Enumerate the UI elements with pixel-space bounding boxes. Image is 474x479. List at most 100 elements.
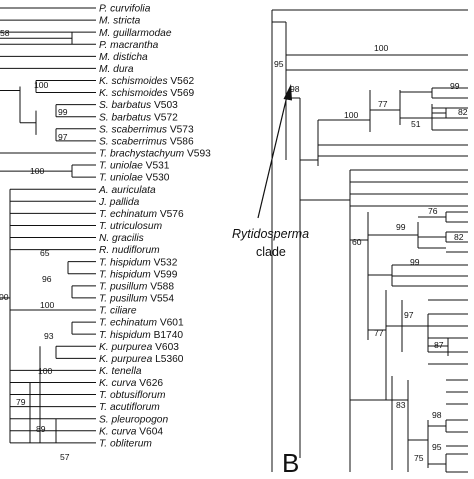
clade-callout: Rytidosperma clade — [232, 84, 309, 259]
taxon-species: ciliare — [110, 306, 137, 317]
taxon-label: T. hispidum V532 — [99, 257, 178, 268]
taxon-genus: T. — [99, 402, 107, 413]
taxon-voucher: V588 — [150, 281, 174, 292]
support-value: 60 — [352, 237, 362, 247]
support-value: 82 — [454, 232, 464, 242]
taxon-label: T. utriculosum — [99, 221, 163, 232]
taxon-label: S. barbatus V572 — [99, 112, 178, 123]
taxon-voucher: V531 — [146, 161, 170, 172]
taxon-species: acutiflorum — [110, 402, 160, 413]
support-value: 95 — [432, 442, 442, 452]
taxon-genus: T. — [99, 330, 107, 341]
taxon-label: T. brachystachyum V593 — [99, 149, 211, 160]
taxon-genus: S. — [99, 112, 109, 123]
taxon-genus: J. — [98, 197, 107, 208]
panel-label: B — [282, 448, 299, 474]
left-tree-branches — [0, 7, 96, 444]
taxon-species: barbatus — [111, 112, 151, 123]
taxon-genus: M. — [99, 16, 110, 27]
taxon-voucher: B1740 — [154, 330, 184, 341]
support-value: 51 — [411, 119, 421, 129]
taxon-genus: K. — [99, 88, 109, 99]
taxon-label: M. stricta — [99, 16, 141, 27]
taxon-genus: N. — [99, 233, 109, 244]
taxon-label: N. gracilis — [99, 233, 144, 244]
taxon-label: P. macrantha — [99, 40, 159, 51]
support-value: 99 — [58, 107, 68, 117]
taxon-label: K. curva V626 — [99, 378, 163, 389]
support-value: 100 — [344, 110, 359, 120]
taxon-species: nudiflorum — [112, 245, 160, 256]
taxon-voucher: V599 — [154, 269, 178, 280]
taxon-genus: T. — [99, 318, 107, 329]
taxon-label: K. purpurea V603 — [99, 342, 179, 353]
taxon-species: disticha — [113, 52, 148, 63]
support-value: 100 — [374, 43, 389, 53]
taxon-genus: S. — [99, 100, 109, 111]
support-value: 95 — [274, 59, 284, 69]
support-value: 93 — [44, 331, 54, 341]
taxon-label: T. hispidum V599 — [99, 269, 178, 280]
taxon-label: T. hispidum B1740 — [99, 330, 183, 341]
taxon-species: pleuropogon — [110, 414, 168, 425]
taxon-genus: T. — [99, 294, 107, 305]
taxon-label: M. dura — [99, 64, 134, 75]
support-value: 83 — [396, 400, 406, 410]
taxon-species: hispidum — [110, 330, 151, 341]
taxon-voucher: V530 — [146, 173, 170, 184]
taxon-genus: T. — [99, 306, 107, 317]
taxon-label: T. pusillum V554 — [99, 294, 174, 305]
taxon-genus: K. — [99, 354, 109, 365]
taxon-label: J. pallida — [98, 197, 140, 208]
taxon-species: brachystachyum — [110, 149, 185, 160]
support-value: 100 — [30, 166, 45, 176]
taxon-label: K. schismoides V562 — [99, 76, 195, 87]
taxon-label: T. uniolae V530 — [99, 173, 170, 184]
taxon-species: purpurea — [110, 354, 152, 365]
taxon-species: tenella — [111, 366, 141, 377]
taxon-genus: T. — [99, 257, 107, 268]
support-value: 57 — [60, 452, 70, 462]
taxon-label: S. barbatus V503 — [99, 100, 178, 111]
support-value: 98 — [290, 84, 300, 94]
taxon-species: obtusiflorum — [110, 390, 166, 401]
taxon-species: utriculosum — [110, 221, 163, 232]
taxon-genus: T. — [99, 161, 107, 172]
taxon-genus: K. — [99, 426, 109, 437]
taxon-species: pusillum — [109, 294, 148, 305]
callout-clade-name: Rytidosperma — [232, 227, 309, 241]
taxon-voucher: V593 — [187, 149, 211, 160]
taxon-species: dura — [113, 64, 134, 75]
taxon-label: T. obtusiflorum — [99, 390, 166, 401]
support-value: 65 — [40, 248, 50, 258]
taxon-label: T. echinatum V576 — [99, 209, 184, 220]
taxon-species: echinatum — [110, 209, 158, 220]
taxon-species: curvifolia — [110, 4, 151, 15]
taxon-genus: T. — [99, 149, 107, 160]
taxon-species: pusillum — [109, 281, 148, 292]
support-value: 99 — [396, 222, 406, 232]
taxon-label: R. nudiflorum — [99, 245, 160, 256]
taxon-genus: M. — [99, 28, 110, 39]
taxon-voucher: V503 — [154, 100, 178, 111]
taxon-label: K. purpurea L5360 — [99, 354, 184, 365]
taxon-label: S. scaberrimus V586 — [99, 136, 194, 147]
support-value: 89 — [36, 424, 46, 434]
taxon-genus: A. — [98, 185, 109, 196]
taxon-genus: P. — [99, 40, 107, 51]
taxon-voucher: V562 — [170, 76, 194, 87]
taxon-genus: K. — [99, 366, 109, 377]
taxon-voucher: L5360 — [155, 354, 184, 365]
taxon-genus: M. — [99, 52, 110, 63]
taxon-label: M. guillarmodae — [99, 28, 172, 39]
support-value: 97 — [58, 132, 68, 142]
support-value: 99 — [410, 257, 420, 267]
taxon-voucher: V576 — [160, 209, 184, 220]
taxon-label: K. tenella — [99, 366, 142, 377]
support-value: 97 — [404, 310, 414, 320]
taxon-voucher: V601 — [160, 318, 184, 329]
